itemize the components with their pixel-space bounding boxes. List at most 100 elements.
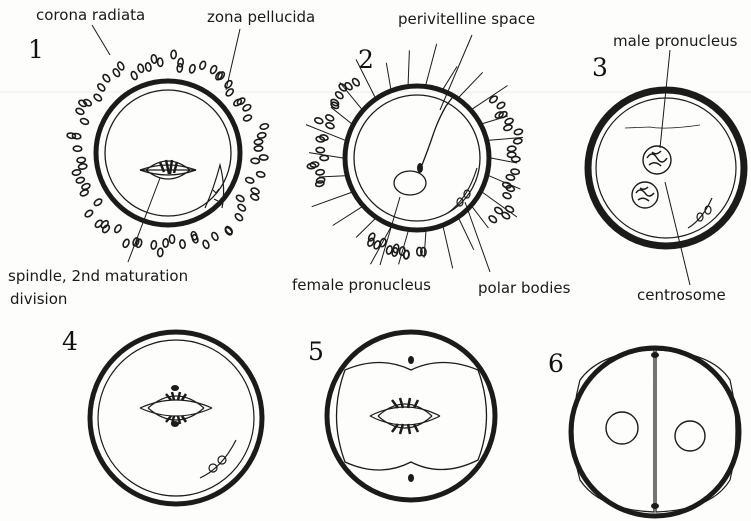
radiating-strand xyxy=(333,207,362,225)
label-perivitelline-space: perivitelline space xyxy=(398,10,535,28)
label-polar-bodies: polar bodies xyxy=(478,279,571,297)
corona-cell xyxy=(325,114,335,122)
corona-cell xyxy=(488,215,498,224)
corona-cell xyxy=(179,240,185,249)
corona-cell xyxy=(93,93,103,102)
corona-cell xyxy=(151,240,157,249)
corona-cell xyxy=(211,231,220,241)
radiating-strand xyxy=(312,192,352,206)
zona-pellucida-ring xyxy=(90,332,262,504)
label-corona-radiata: corona radiata xyxy=(36,6,145,24)
nucleus-left xyxy=(606,412,638,444)
corona-cell xyxy=(259,155,268,161)
stage-3-zygote xyxy=(588,50,744,285)
corona-cell xyxy=(351,77,360,87)
radiating-strand xyxy=(408,50,409,84)
corona-cell xyxy=(169,235,175,244)
nucleus-right xyxy=(675,421,705,451)
sperm-tail xyxy=(420,98,452,170)
corona-cell xyxy=(237,203,247,212)
corona-cell xyxy=(506,174,515,181)
radiating-strand xyxy=(459,72,483,97)
stage-number-1: 1 xyxy=(28,35,44,64)
corona-cell xyxy=(84,209,94,218)
blastomere-left xyxy=(573,350,654,512)
corona-cell xyxy=(316,147,325,153)
corona-cell xyxy=(417,247,422,255)
zona-pellucida-ring xyxy=(588,90,744,246)
corona-cell xyxy=(77,157,86,163)
corona-cell xyxy=(102,73,111,83)
label-zona-pellucida: zona pellucida xyxy=(207,8,315,26)
corona-cell xyxy=(316,169,325,175)
corona-cell xyxy=(251,158,260,164)
stage-2-oocyte xyxy=(306,35,523,272)
corona-cell xyxy=(145,62,152,71)
corona-cell xyxy=(234,212,244,221)
corona-cell xyxy=(514,128,523,135)
radiating-strand xyxy=(426,44,437,85)
corona-cell xyxy=(190,231,198,241)
corona-cell xyxy=(96,83,106,93)
radiating-strand xyxy=(309,153,343,158)
corona-cell xyxy=(76,176,86,183)
corona-cell xyxy=(242,103,252,112)
dividing-cell-membrane xyxy=(337,363,487,471)
corona-cell xyxy=(163,239,168,248)
stage-number-4: 4 xyxy=(62,327,78,356)
label-centrosome: centrosome xyxy=(637,286,726,304)
polar-body-bottom xyxy=(408,474,414,482)
corona-cell xyxy=(245,177,255,185)
corona-cell xyxy=(254,146,263,152)
mitotic-spindle xyxy=(140,392,212,424)
stage-5-cleavage-furrow xyxy=(327,332,495,500)
corona-cell xyxy=(122,238,130,248)
corona-cell xyxy=(157,58,163,67)
corona-cell xyxy=(235,194,245,203)
corona-cell xyxy=(496,101,506,110)
corona-cell xyxy=(209,65,218,75)
corona-cell xyxy=(83,98,93,107)
corona-cell xyxy=(503,124,513,132)
corona-cell xyxy=(256,171,265,178)
radiating-strand xyxy=(472,86,507,109)
corona-cell xyxy=(93,198,103,207)
radiating-strand xyxy=(459,219,474,250)
corona-cell xyxy=(507,146,516,152)
corona-cell xyxy=(257,132,266,139)
corona-cell xyxy=(157,248,163,257)
stage-number-3: 3 xyxy=(592,53,608,82)
corona-cell xyxy=(254,139,263,145)
corona-cell xyxy=(137,64,145,74)
corona-cell xyxy=(199,60,207,70)
stage-number-5: 5 xyxy=(308,337,324,366)
label-spindle-line2: division xyxy=(10,290,67,308)
female-pronucleus xyxy=(632,182,658,208)
stage-4-first-cleavage-spindle xyxy=(90,332,262,504)
zona-pellucida-ring xyxy=(96,81,240,225)
corona-cell xyxy=(81,183,91,191)
corona-cell xyxy=(130,71,138,81)
corona-cell xyxy=(75,107,85,115)
oocyte-membrane xyxy=(105,90,231,216)
zygote-membrane xyxy=(596,98,736,238)
label-spindle-line1: spindle, 2nd maturation xyxy=(8,267,188,285)
corona-cell xyxy=(243,114,253,122)
stage-6-two-cell-embryo xyxy=(571,348,739,516)
corona-cell xyxy=(489,95,499,104)
radiating-strand xyxy=(443,227,453,268)
stage-number-6: 6 xyxy=(548,349,564,378)
corona-cell xyxy=(325,122,335,130)
corona-cell xyxy=(113,224,122,234)
male-pronucleus xyxy=(643,146,671,174)
stage-1-oocyte xyxy=(67,25,269,262)
blastomere-right xyxy=(656,350,736,512)
polar-body-top xyxy=(408,356,414,364)
oocyte-membrane xyxy=(354,95,480,221)
corona-cell xyxy=(260,123,269,130)
corona-cell xyxy=(511,169,520,175)
zygote-membrane xyxy=(98,340,254,496)
meiotic-spindle xyxy=(140,160,196,179)
